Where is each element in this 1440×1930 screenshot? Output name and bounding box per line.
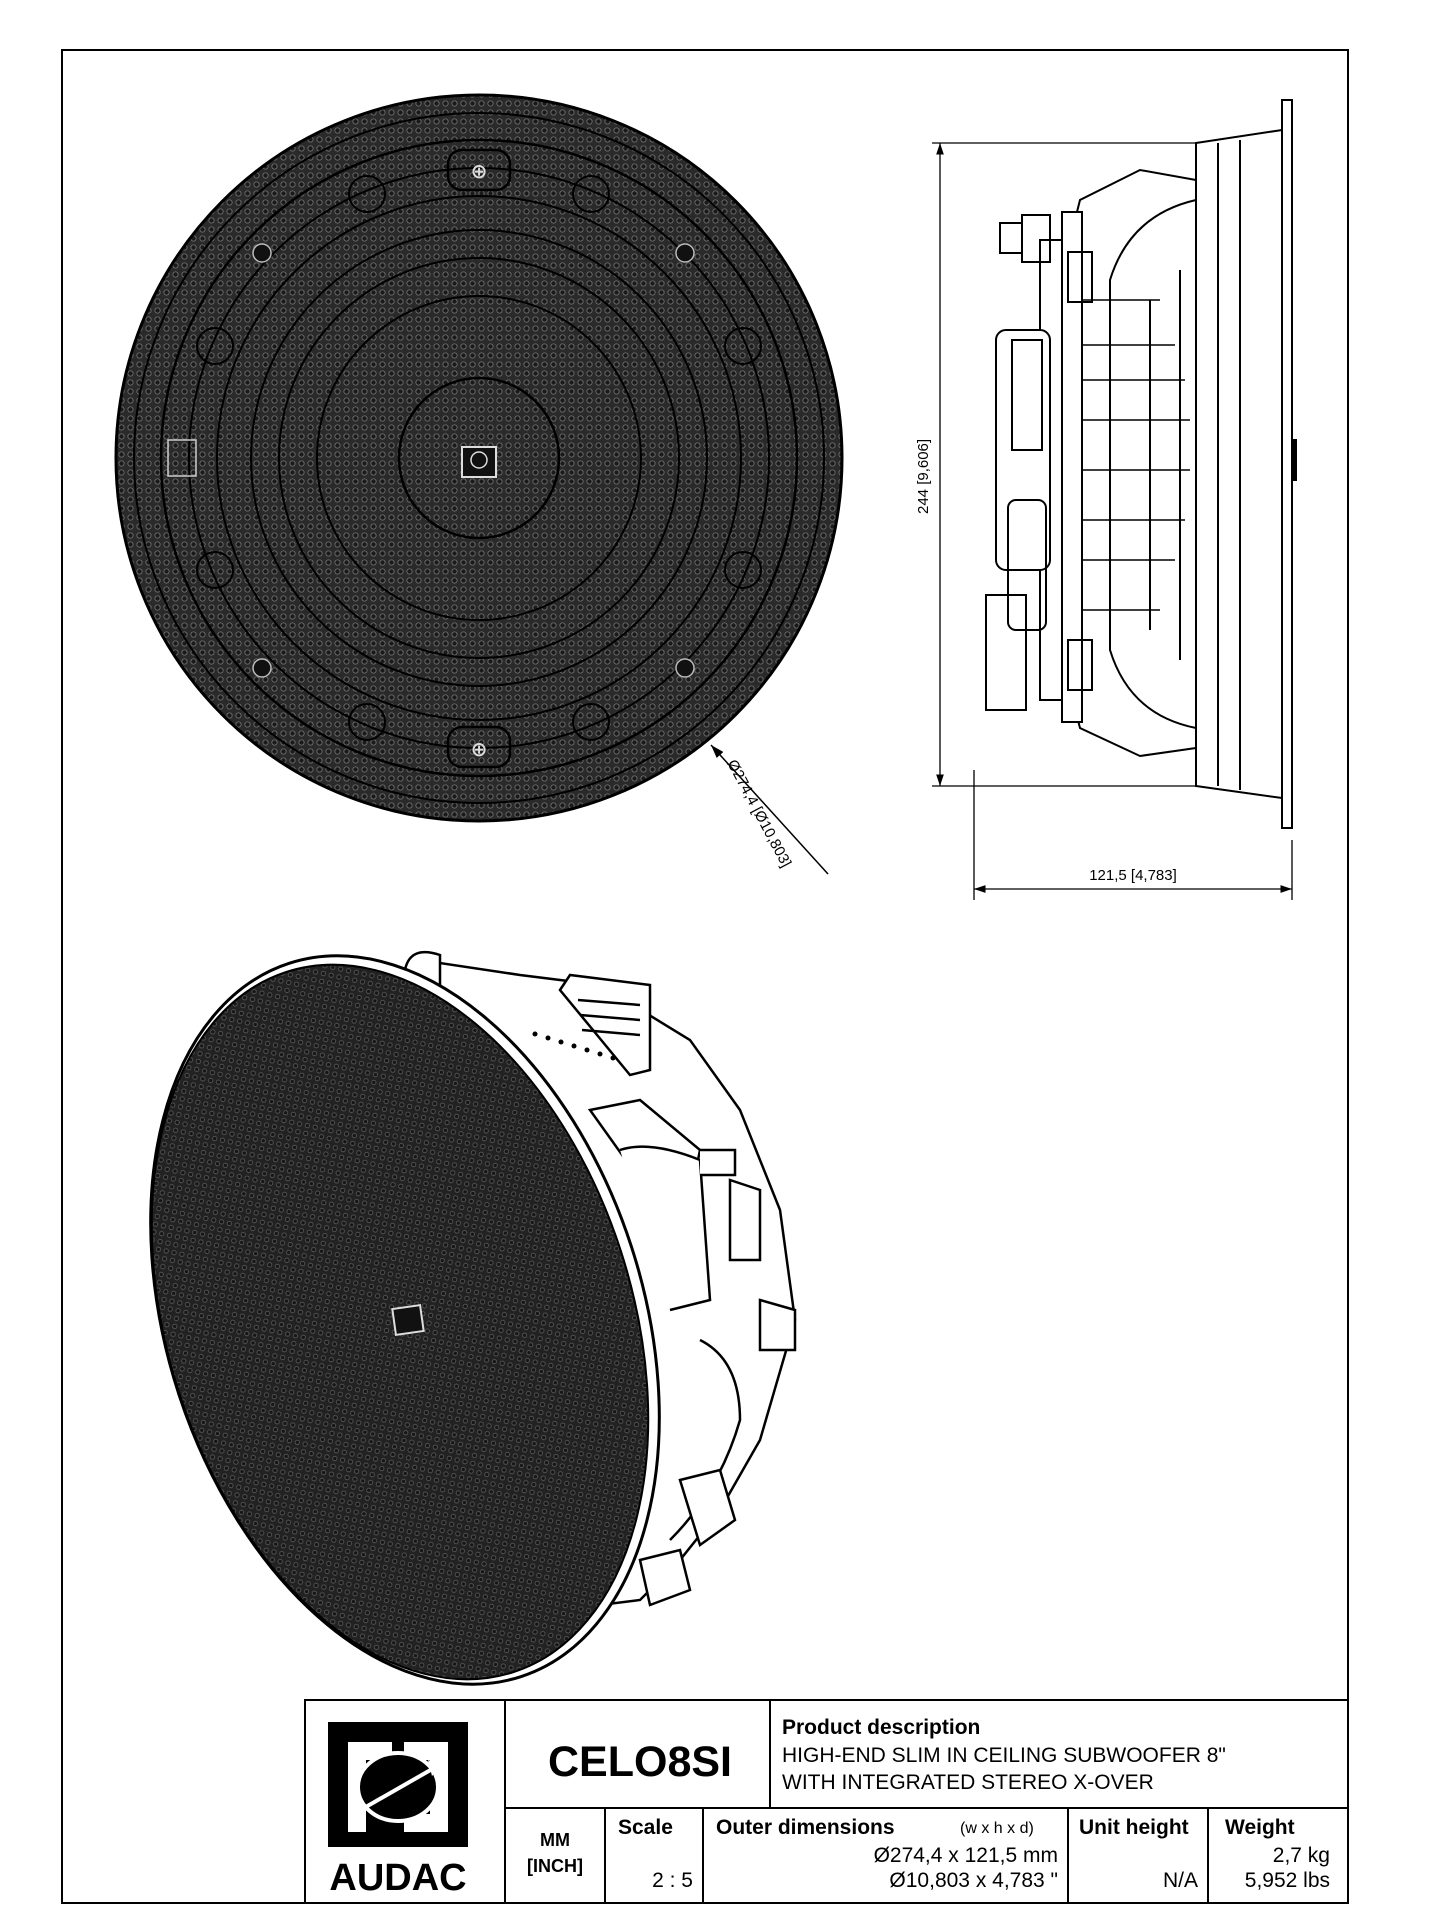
outer-dimensions-mm: Ø274,4 x 121,5 mm bbox=[873, 1844, 1058, 1867]
brand-wordmark: AUDAC bbox=[329, 1857, 466, 1899]
weight-label: Weight bbox=[1225, 1816, 1295, 1839]
scale-label: Scale bbox=[618, 1816, 673, 1839]
product-description-line-1: HIGH-END SLIM IN CEILING SUBWOOFER 8" bbox=[782, 1744, 1226, 1767]
title-block-frame bbox=[304, 1699, 1349, 1904]
weight-kg: 2,7 kg bbox=[1272, 1844, 1330, 1867]
scale-value: 2 : 5 bbox=[652, 1869, 693, 1892]
product-description-label: Product description bbox=[782, 1716, 981, 1739]
units-inch: [INCH] bbox=[527, 1856, 583, 1876]
front-view: ⊕ ⊕ Ø274,4 [Ø10,803] bbox=[114, 93, 844, 875]
perspective-view bbox=[149, 950, 797, 1686]
units-mm: MM bbox=[540, 1830, 570, 1850]
outer-dimensions-inch: Ø10,803 x 4,783 " bbox=[889, 1869, 1058, 1892]
svg-text:⊕: ⊕ bbox=[471, 159, 488, 183]
product-description-line-2: WITH INTEGRATED STEREO X-OVER bbox=[782, 1771, 1154, 1794]
side-view bbox=[985, 99, 1297, 829]
unit-height-value: N/A bbox=[1162, 1869, 1198, 1892]
weight-lbs: 5,952 lbs bbox=[1244, 1869, 1330, 1892]
depth-dimension: 121,5 [4,783] bbox=[1089, 867, 1177, 884]
audac-logo: AUDAC bbox=[328, 1722, 468, 1899]
height-dimension: 244 [9,606] bbox=[915, 439, 932, 514]
outer-dimensions-format: (w x h x d) bbox=[960, 1820, 1034, 1837]
model-name: CELO8SI bbox=[548, 1738, 732, 1786]
side-view-dimensions bbox=[932, 142, 1293, 900]
diameter-dimension: Ø274,4 [Ø10,803] bbox=[723, 757, 794, 870]
outer-dimensions-label: Outer dimensions bbox=[716, 1816, 895, 1839]
svg-text:⊕: ⊕ bbox=[471, 737, 488, 761]
unit-height-label: Unit height bbox=[1079, 1816, 1189, 1839]
